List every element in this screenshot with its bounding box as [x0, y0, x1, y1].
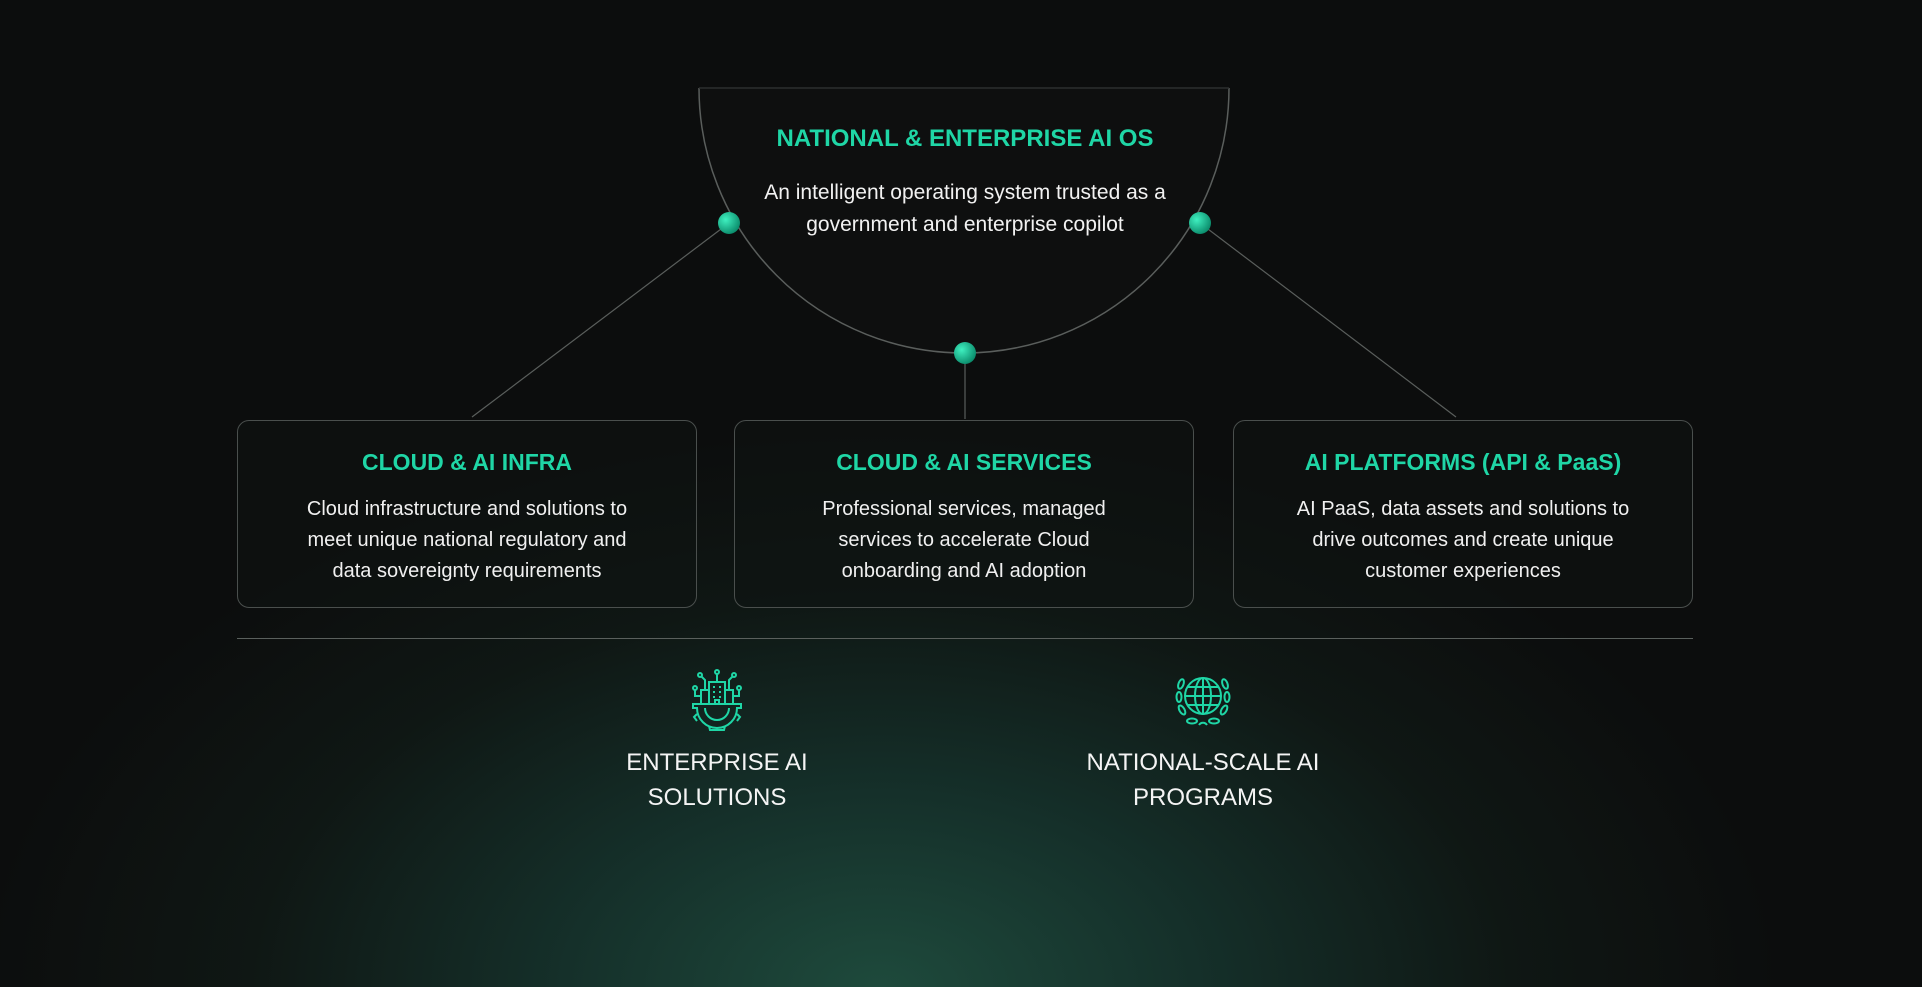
pillar-card-services: CLOUD & AI SERVICES Professional service… — [734, 420, 1194, 608]
pillar-line: onboarding and AI adoption — [841, 560, 1087, 582]
pillar-title: CLOUD & AI INFRA — [362, 449, 572, 475]
pillar-card-infra: CLOUD & AI INFRA Cloud infrastructure an… — [237, 420, 697, 608]
outcome-national-label: NATIONAL-SCALE AI PROGRAMS — [1053, 745, 1353, 815]
node-dot-left — [718, 212, 740, 234]
pillar-line: Cloud infrastructure and solutions to — [306, 498, 628, 520]
outcome-enterprise-label: ENTERPRISE AI SOLUTIONS — [567, 745, 867, 815]
node-dot-right — [1189, 212, 1211, 234]
pillar-line: meet unique national regulatory and — [307, 529, 627, 551]
smart-enterprise-gear-icon — [692, 669, 742, 731]
outcome-line: NATIONAL-SCALE AI — [1086, 749, 1320, 776]
pillar-title: CLOUD & AI SERVICES — [836, 449, 1092, 475]
core-title: NATIONAL & ENTERPRISE AI OS — [776, 125, 1154, 152]
node-dot-bottom — [954, 342, 976, 364]
pillar-line: Professional services, managed — [822, 498, 1106, 520]
outcome-line: PROGRAMS — [1132, 784, 1273, 811]
globe-laurel-icon — [1175, 677, 1231, 726]
pillar-line: AI PaaS, data assets and solutions to — [1296, 498, 1630, 520]
outcome-line: SOLUTIONS — [647, 784, 787, 811]
pillar-title: AI PLATFORMS (API & PaaS) — [1304, 449, 1622, 475]
core-description-line2: government and enterprise copilot — [806, 213, 1124, 236]
pillar-line: customer experiences — [1365, 560, 1561, 582]
pillar-description: AI PaaS, data assets and solutions to dr… — [1254, 494, 1672, 587]
outcome-line: ENTERPRISE AI — [626, 749, 808, 776]
pillar-card-platforms: AI PLATFORMS (API & PaaS) AI PaaS, data … — [1233, 420, 1693, 608]
pillar-description: Cloud infrastructure and solutions to me… — [258, 494, 676, 587]
connector-left — [471, 222, 730, 418]
pillar-line: data sovereignty requirements — [332, 560, 602, 582]
connector-right — [1199, 222, 1457, 418]
pillar-line: services to accelerate Cloud — [838, 529, 1090, 551]
divider — [237, 638, 1693, 639]
core-description-line1: An intelligent operating system trusted … — [764, 181, 1166, 204]
pillar-line: drive outcomes and create unique — [1312, 529, 1614, 551]
pillar-description: Professional services, managed services … — [755, 494, 1173, 587]
